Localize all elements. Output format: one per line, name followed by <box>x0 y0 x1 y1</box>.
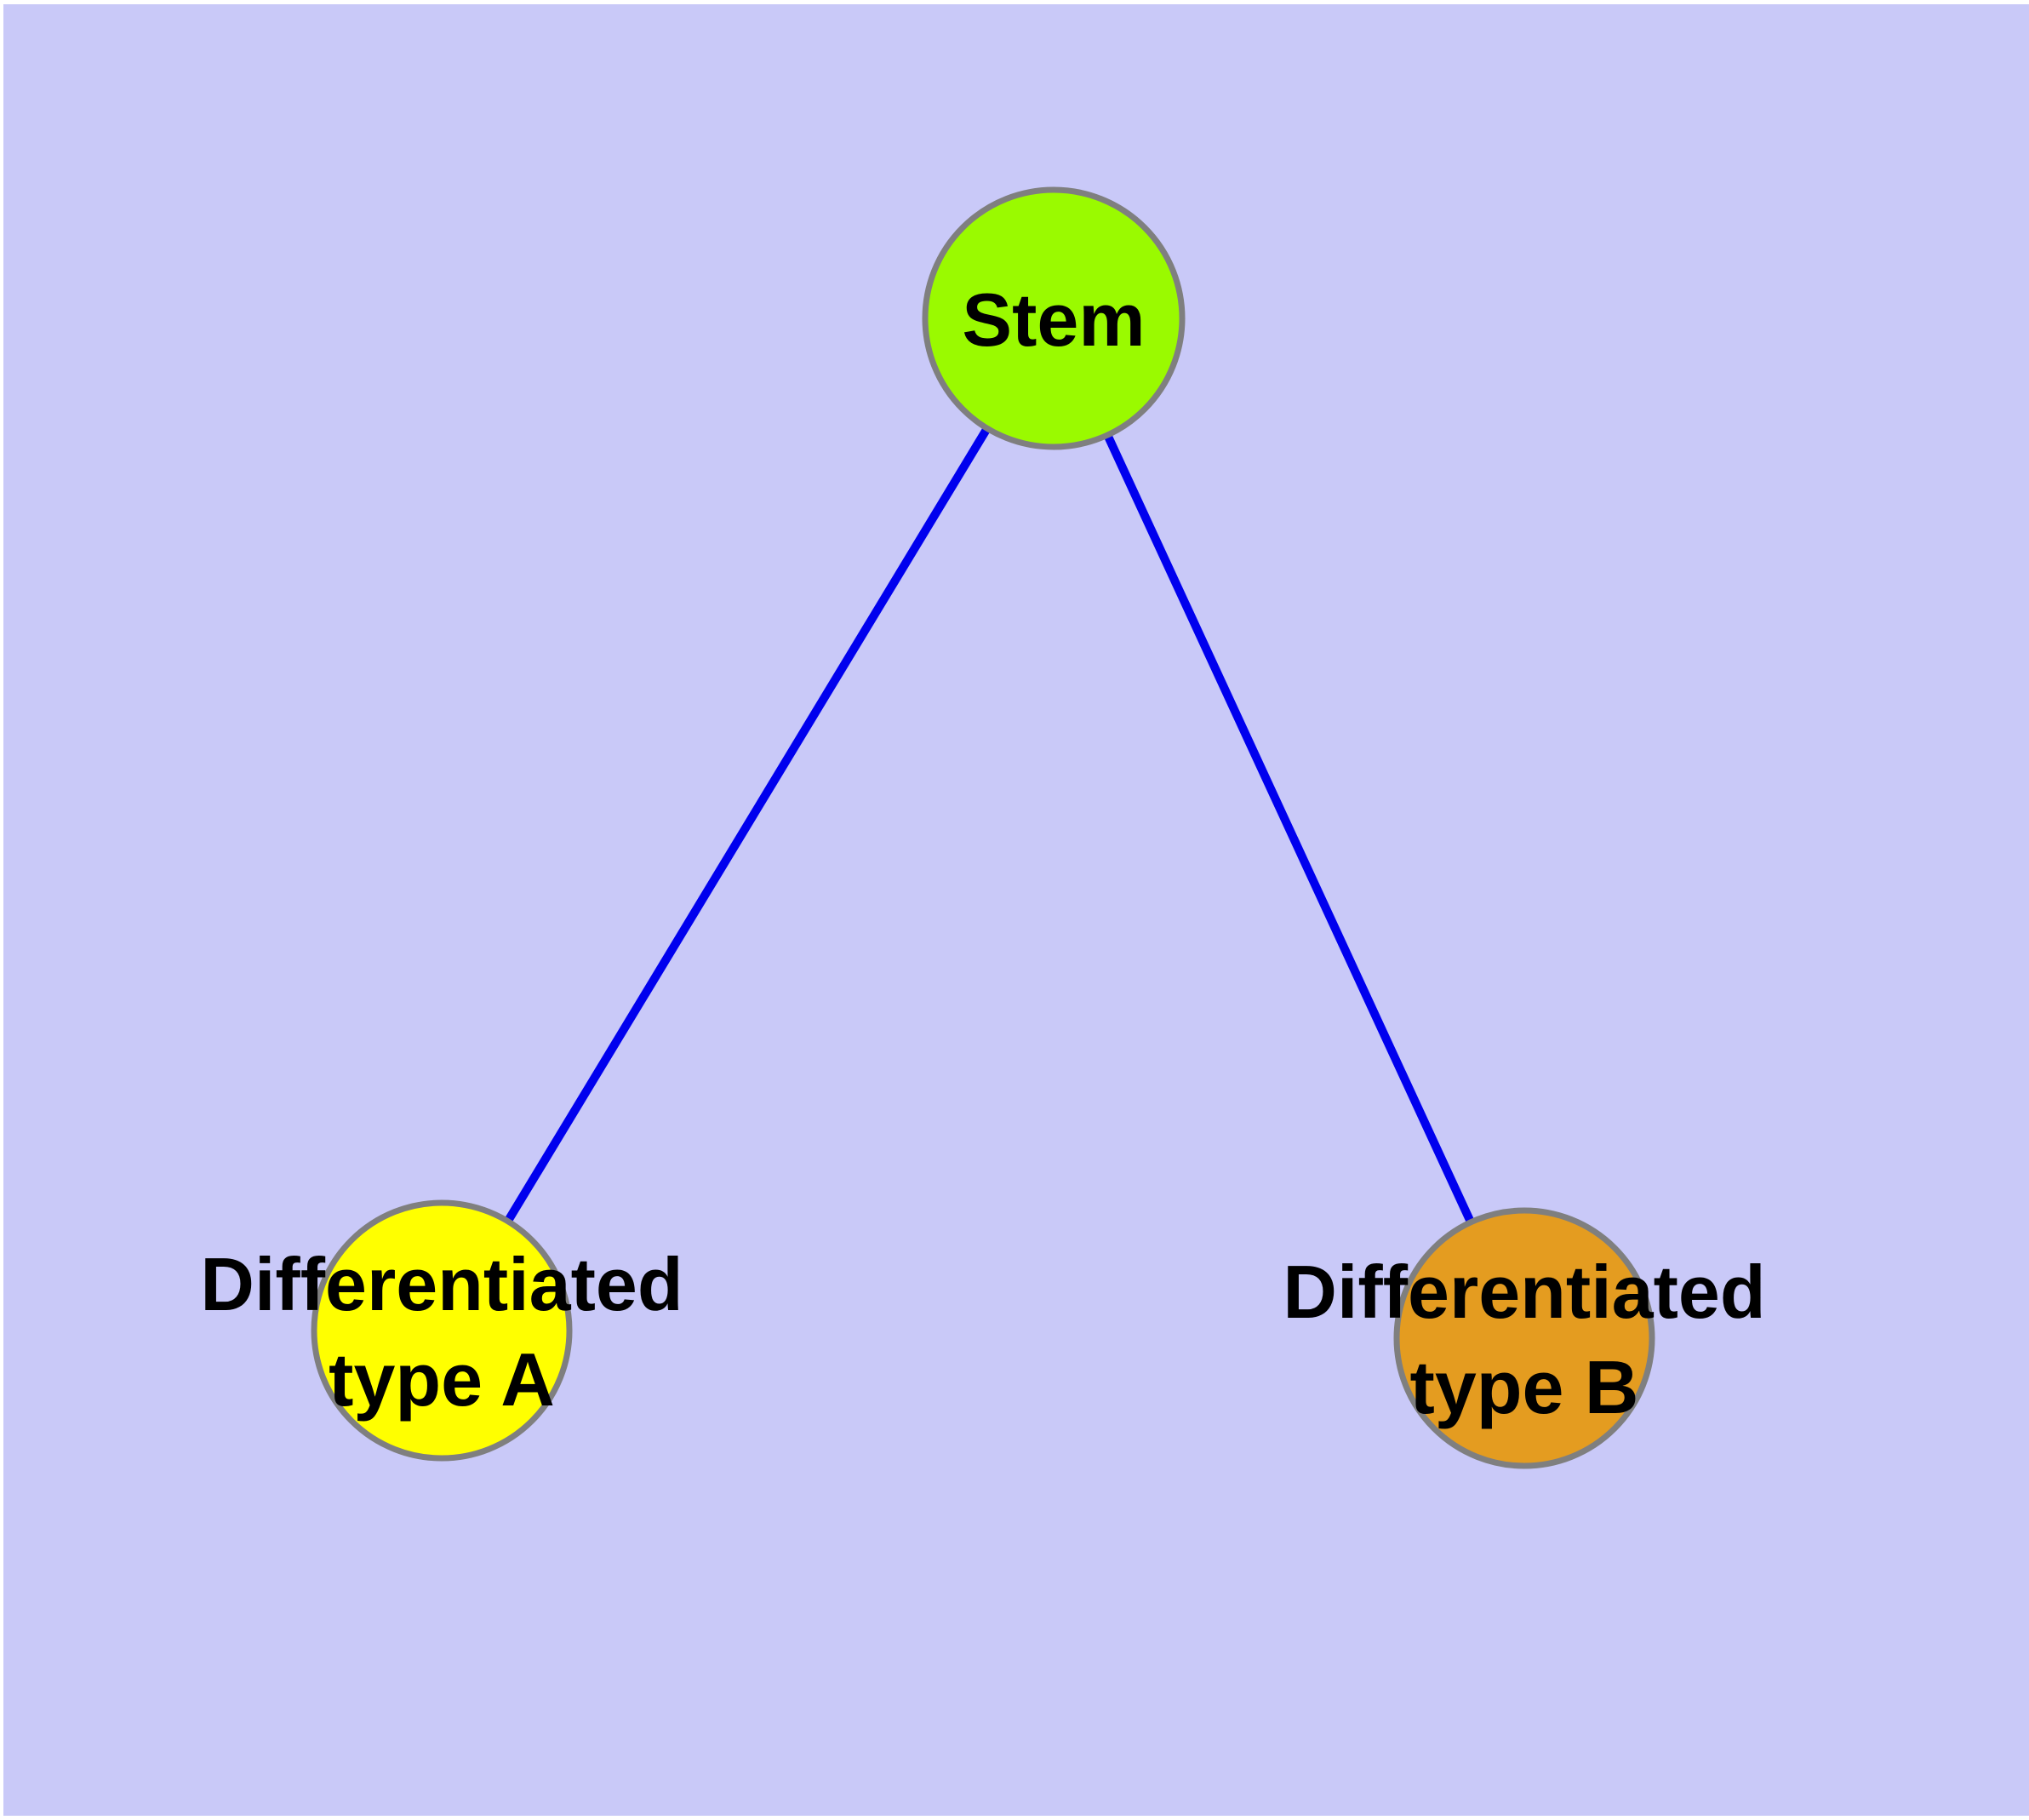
node-label-line: type B <box>1410 1345 1639 1429</box>
node-label-line: Differentiated <box>1283 1250 1765 1334</box>
node-label-line: type A <box>329 1337 555 1422</box>
graph-edge-stem-to-differentiated-type-a <box>437 316 1058 1333</box>
graph-node-stem <box>922 186 1186 450</box>
graph-edge-stem-to-differentiated-type-b <box>1049 316 1529 1341</box>
graph-node-differentiated-type-b <box>1393 1207 1655 1469</box>
node-label-line: Stem <box>962 278 1145 362</box>
node-label-stem: Stem <box>962 278 1145 362</box>
nodes-layer <box>311 186 1655 1469</box>
graph-node-differentiated-type-a <box>311 1199 573 1462</box>
node-label-line: Differentiated <box>200 1242 683 1326</box>
node-label-differentiated-type-a: Differentiated type A <box>200 1242 683 1422</box>
node-label-differentiated-type-b: Differentiated type B <box>1283 1250 1765 1429</box>
edges-layer <box>437 316 1529 1341</box>
